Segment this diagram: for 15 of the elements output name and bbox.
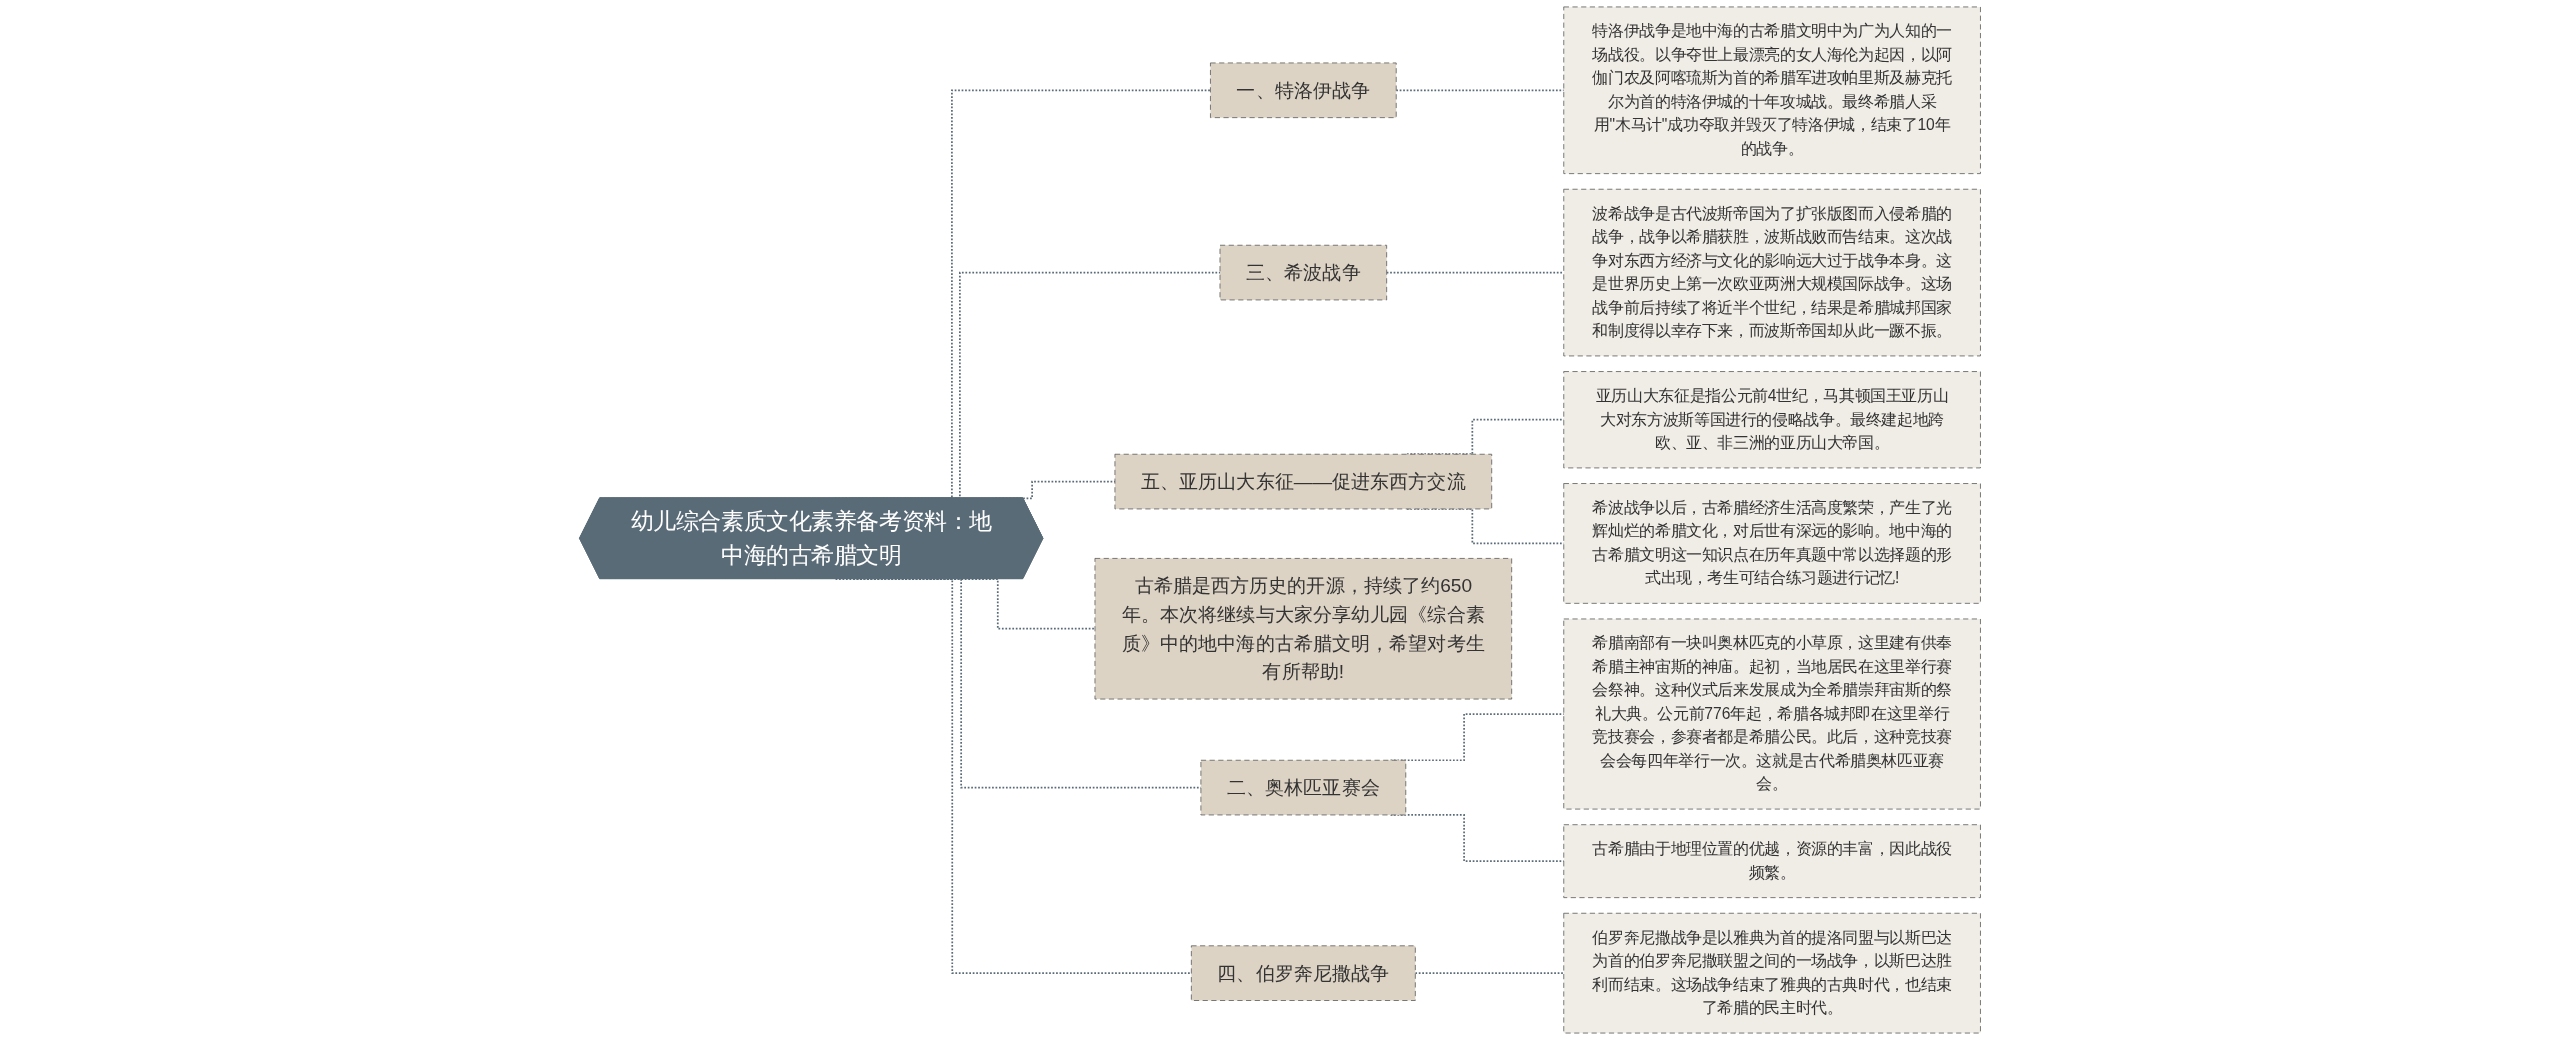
node-box: 伯罗奔尼撒战争是以雅典为首的提洛同盟与以斯巴达为首的伯罗奔尼撒联盟之间的一场战争，以斯巴达胜利而结束。这场战争结束了雅典的古典时代，也结束了希腊的民主时代。	[1563, 912, 1981, 1034]
node-box: 希波战争以后，古希腊经济生活高度繁荣，产生了光辉灿烂的希腊文化，对后世有深远的影响。地中海的古希腊文明这一知识点在历年真题中常以选择题的形式出现，考生可结合练习题进行记忆!	[1563, 483, 1981, 604]
node-box: 古希腊由于地理位置的优越，资源的丰富，因此战役频繁。	[1563, 824, 1981, 899]
connector	[1385, 271, 1565, 274]
node-box: 四、伯罗奔尼撒战争	[1190, 945, 1416, 1001]
connector	[1414, 972, 1565, 975]
node-box: 希腊南部有一块叫奥林匹克的小草原，这里建有供奉希腊主神宙斯的神庙。起初，当地居民在这里举行赛会祭神。这种仪式后来发展成为全希腊崇拜宙斯的祭礼大典。公元前776年起，希腊各城邦即在这里举行竞技赛会，参赛者都是希腊公民。此后，这种竞技赛会会每四年举行一次。这就是古代希腊奥林匹亚赛会。	[1563, 618, 1981, 810]
node-box: 古希腊是西方历史的开源，持续了约650年。本次将继续与大家分享幼儿园《综合素质》中的地中海的古希腊文明，希望对考生有所帮助!	[1094, 557, 1513, 700]
node-box: 亚历山大东征是指公元前4世纪，马其顿国王亚历山大对东方波斯等国进行的侵略战争。最终建起地跨欧、亚、非三洲的亚历山大帝国。	[1563, 371, 1981, 469]
node-box: 二、奥林匹亚赛会	[1200, 759, 1407, 816]
node-box: 一、特洛伊战争	[1210, 62, 1397, 119]
node-box: 波希战争是古代波斯帝国为了扩张版图而入侵希腊的战争，战争以希腊获胜，波斯战败而告结束。这次战争对东西方经济与文化的影响远大过于战争本身。这是世界历史上第一次欧亚两洲大规模国际战争。这场战争前后持续了将近半个世纪，结果是希腊城邦国家和制度得以幸存下来，而波斯帝国却从此一蹶不振。	[1563, 188, 1981, 357]
node-box: 三、希波战争	[1219, 244, 1388, 301]
node-box: 特洛伊战争是地中海的古希腊文明中为广为人知的一场战役。以争夺世上最漂亮的女人海伦为起因，以阿伽门农及阿喀琉斯为首的希腊军进攻帕里斯及赫克托尔为首的特洛伊城的十年攻城战。最终希腊人采用"木马计"成功夺取并毁灭了特洛伊城，结束了10年的战争。	[1563, 6, 1981, 175]
node-box: 五、亚历山大东征——促进东西方交流	[1114, 453, 1493, 510]
